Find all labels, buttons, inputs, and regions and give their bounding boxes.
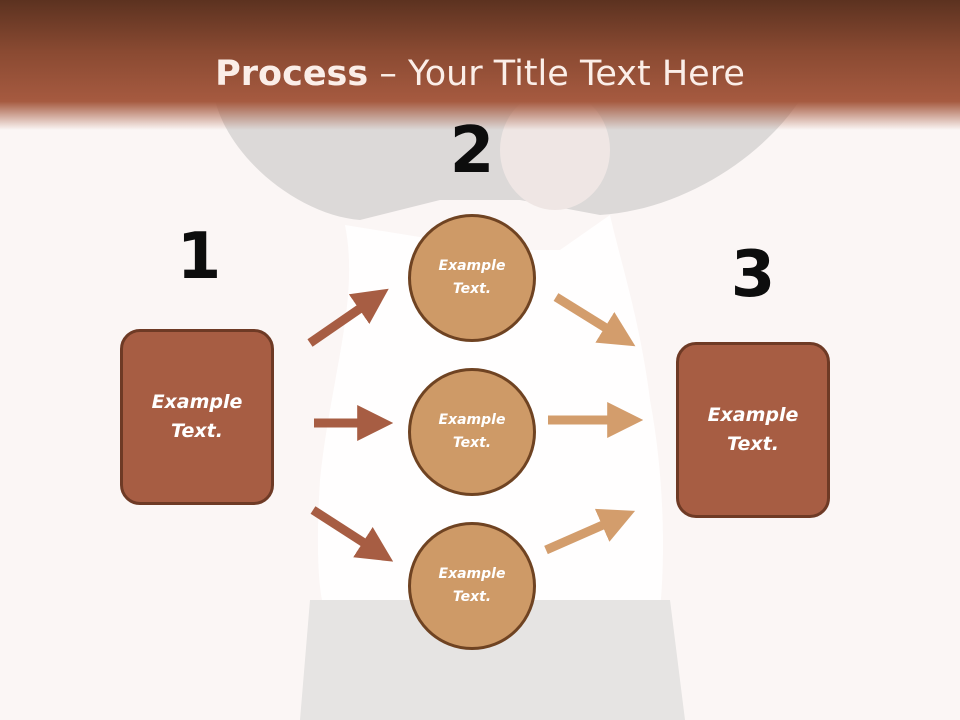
slide-title: Process – Your Title Text Here (0, 52, 960, 96)
left-box-label: Example Text. (151, 391, 243, 442)
circle-top-label: Example Text. (438, 258, 506, 297)
title-bar (0, 0, 960, 130)
arrow-from-circle-top (553, 293, 636, 347)
circle-middle[interactable]: Example Text. (408, 368, 536, 496)
arrow-from-circle-bottom (544, 508, 636, 555)
title-rest: – Your Title Text Here (368, 54, 745, 94)
arrow-to-circle-bottom (310, 506, 394, 562)
step-number-2: 2 (449, 114, 495, 188)
circle-bottom[interactable]: Example Text. (408, 522, 536, 650)
circle-bottom-label: Example Text. (438, 566, 506, 605)
circle-top[interactable]: Example Text. (408, 214, 536, 342)
arrow-to-circle-top (307, 288, 389, 347)
left-box[interactable]: Example Text. (120, 329, 274, 505)
step-number-3: 3 (730, 238, 776, 312)
title-bold: Process (215, 54, 369, 94)
step-number-1: 1 (176, 220, 222, 294)
right-box[interactable]: Example Text. (676, 342, 830, 518)
circle-middle-label: Example Text. (438, 412, 506, 451)
right-box-label: Example Text. (707, 404, 799, 455)
